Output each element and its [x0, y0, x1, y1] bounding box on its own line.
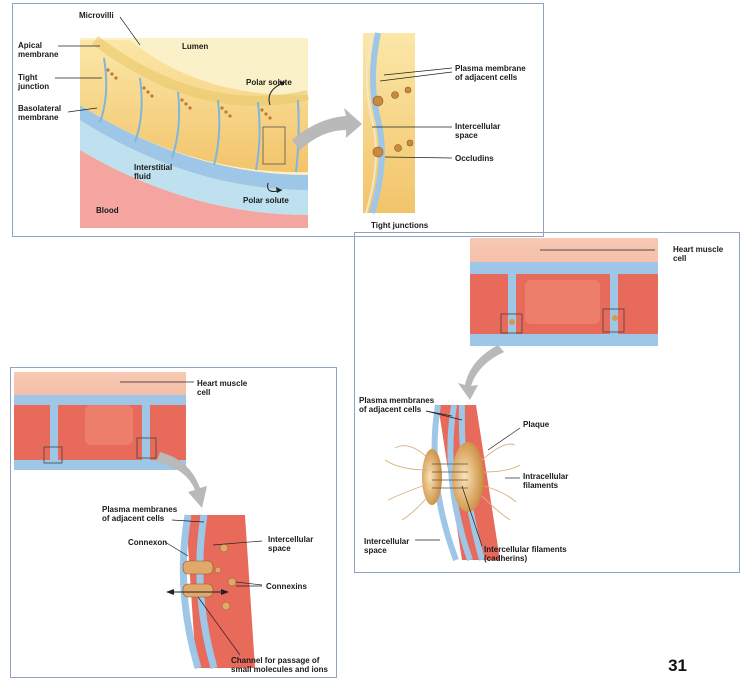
label-lumen: Lumen	[182, 42, 208, 51]
label-heart-muscle-cell-2: Heart muscle cell	[673, 245, 723, 263]
label-intracellular-filaments: Intracellular filaments	[523, 472, 568, 490]
label-basolateral-membrane: Basolateral membrane	[18, 104, 61, 122]
label-channel: Channel for passage of small molecules a…	[231, 656, 328, 674]
label-plasma-membrane: Plasma membrane of adjacent cells	[455, 64, 526, 82]
label-connexins: Connexins	[266, 582, 307, 591]
label-plasma-membranes-2: Plasma membranes of adjacent cells	[359, 396, 434, 414]
tight-junction-detail	[363, 33, 452, 213]
label-occludins: Occludins	[455, 154, 494, 163]
label-blood: Blood	[96, 206, 119, 215]
page-number: 31	[668, 656, 687, 676]
label-polar-solute-top: Polar solute	[246, 78, 292, 87]
label-plaque: Plaque	[523, 420, 549, 429]
label-intercellular-space: Intercellular space	[455, 122, 500, 140]
label-connexon: Connexon	[128, 538, 167, 547]
label-heart-muscle-cell-3: Heart muscle cell	[197, 379, 247, 397]
label-tight-junction: Tight junction	[18, 73, 49, 91]
label-polar-solute-bottom: Polar solute	[243, 196, 289, 205]
label-cadherins: Intercellular filaments (cadherins)	[484, 545, 567, 563]
label-apical-membrane: Apical membrane	[18, 41, 58, 59]
label-plasma-membranes-3: Plasma membranes of adjacent cells	[102, 505, 177, 523]
label-intercellular-space-2: Intercellular space	[364, 537, 409, 555]
label-intercellular-space-3: Intercellular space	[268, 535, 313, 553]
label-microvilli: Microvilli	[79, 11, 114, 20]
caption-tight-junctions: Tight junctions	[371, 221, 428, 230]
label-interstitial-fluid: Interstitial fluid	[134, 163, 172, 181]
